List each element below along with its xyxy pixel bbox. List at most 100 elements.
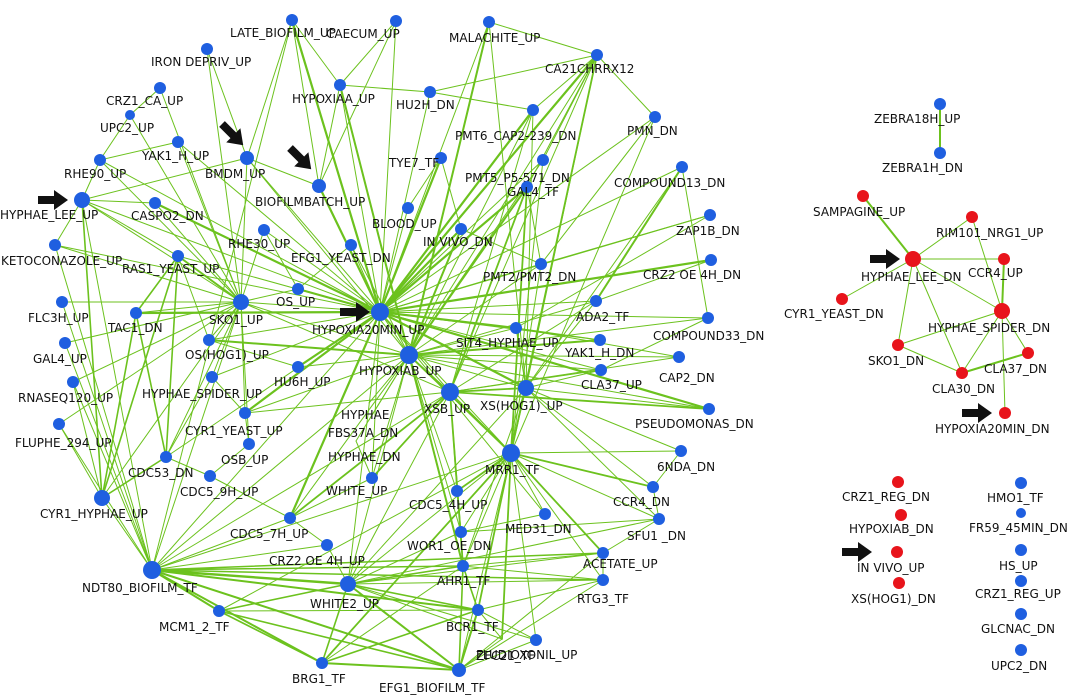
node-blood-up[interactable]: BLOOD_UP — [372, 202, 437, 231]
node-dot[interactable] — [130, 307, 142, 319]
node-dot[interactable] — [675, 445, 687, 457]
node-dot[interactable] — [1016, 508, 1026, 518]
node-rtg3-tf[interactable]: RTG3_TF — [577, 574, 629, 606]
node-dot[interactable] — [94, 490, 110, 506]
node-glcnac-dn[interactable]: GLCNAC_DN — [981, 608, 1055, 636]
node-tye7-tf[interactable]: TYE7_TF — [388, 152, 447, 170]
node-dot[interactable] — [857, 190, 869, 202]
node-dot[interactable] — [895, 509, 907, 521]
node-white-up[interactable]: WHITE_UP — [326, 472, 387, 498]
node-bcr1-tf[interactable]: BCR1_TF — [446, 604, 499, 634]
node-hypoxiab-up[interactable]: HYPOXIAB_UP — [359, 346, 442, 378]
node-cla37-up[interactable]: CLA37_UP — [581, 364, 642, 392]
node-dot[interactable] — [521, 181, 533, 193]
node-upc2-dn[interactable]: UPC2_DN — [991, 644, 1047, 673]
node-mcm1-2-tf[interactable]: MCM1_2_TF — [159, 605, 230, 634]
node-dot[interactable] — [457, 560, 469, 572]
node-cla37-dn[interactable]: CLA37_DN — [984, 347, 1047, 376]
node-dot[interactable] — [673, 351, 685, 363]
node-compound13-dn[interactable]: COMPOUND13_DN — [614, 161, 725, 190]
node-crz2-oe-4h-dn[interactable]: CRZ2 OE 4H_DN — [643, 254, 741, 282]
node-caspo2-dn[interactable]: CASPO2_DN — [131, 197, 204, 223]
node-dot[interactable] — [366, 472, 378, 484]
node-dot[interactable] — [345, 239, 357, 251]
node-dot[interactable] — [452, 663, 466, 677]
node-yak1-h-up[interactable]: YAK1_H_UP — [141, 136, 209, 163]
node-dot[interactable] — [999, 407, 1011, 419]
node-dot[interactable] — [535, 258, 547, 270]
node-dot[interactable] — [966, 211, 978, 223]
node-dot[interactable] — [435, 152, 447, 164]
node-sfu1-dn[interactable]: SFU1 _DN — [627, 513, 686, 543]
node-iron-depriv-up[interactable]: IRON DEPRIV_UP — [151, 43, 251, 69]
node-dot[interactable] — [891, 546, 903, 558]
node-dot[interactable] — [292, 361, 304, 373]
node-dot[interactable] — [994, 303, 1010, 319]
node-dot[interactable] — [233, 294, 249, 310]
node-dot[interactable] — [705, 254, 717, 266]
node-fludioxonil-up[interactable]: FLUDIOXONIL_UP — [476, 634, 577, 662]
node-biofilmbatch-up[interactable]: BIOFILMBATCH_UP — [255, 179, 365, 209]
node-dot[interactable] — [1015, 477, 1027, 489]
node-os-hog1-up[interactable]: OS(HOG1)_UP — [185, 334, 269, 362]
node-gal4-tf[interactable]: GAL4_TF — [507, 181, 559, 199]
node-dot[interactable] — [206, 371, 218, 383]
node-cdc5-4h-up[interactable]: CDC5_4H_UP — [409, 485, 487, 512]
node-dot[interactable] — [998, 253, 1010, 265]
node-dot[interactable] — [703, 403, 715, 415]
node-hyphae-spider-up[interactable]: HYPHAE_SPIDER_UP — [142, 371, 262, 401]
node-6nda-dn[interactable]: 6NDA_DN — [657, 445, 715, 474]
node-fbs37a-dn[interactable]: FBS37A_DN — [328, 426, 398, 440]
node-rhe90-up[interactable]: RHE90_UP — [64, 154, 126, 181]
node-cap2-dn[interactable]: CAP2_DN — [659, 351, 715, 385]
node-crz1-reg-dn[interactable]: CRZ1_REG_DN — [842, 476, 930, 504]
node-pmt6-cap2-239-dn[interactable]: PMT6_CAP2-239_DN — [455, 104, 576, 143]
node-osb-up[interactable]: OSB_UP — [221, 438, 268, 467]
node-yak1-h-dn[interactable]: YAK1_H_DN — [564, 334, 634, 360]
node-cdc5-7h-up[interactable]: CDC5_7H_UP — [230, 512, 308, 541]
node-dot[interactable] — [286, 14, 298, 26]
node-in-vivo-dn[interactable]: IN VIVO_DN — [423, 223, 493, 249]
node-hypoxiab-dn[interactable]: HYPOXIAB_DN — [849, 509, 934, 536]
node-dot[interactable] — [653, 513, 665, 525]
node-crz1-reg-up[interactable]: CRZ1_REG_UP — [975, 575, 1061, 601]
node-dot[interactable] — [154, 82, 166, 94]
node-dot[interactable] — [160, 451, 172, 463]
node-ras1-yeast-up[interactable]: RAS1_YEAST_UP — [122, 250, 219, 276]
node-dot[interactable] — [243, 438, 255, 450]
node-dot[interactable] — [390, 15, 402, 27]
node-dot[interactable] — [649, 111, 661, 123]
node-pmt5-p5-571-dn[interactable]: PMT5_P5-571_DN — [465, 154, 570, 185]
node-fr59-45min-dn[interactable]: FR59_45MIN_DN — [969, 508, 1068, 535]
node-dot[interactable] — [595, 364, 607, 376]
node-hyphae[interactable]: HYPHAE — [341, 408, 389, 422]
node-dot[interactable] — [1015, 608, 1027, 620]
node-dot[interactable] — [647, 481, 659, 493]
node-ahr1-tf[interactable]: AHR1_TF — [437, 560, 491, 588]
node-dot[interactable] — [892, 476, 904, 488]
node-pmn-dn[interactable]: PMN_DN — [627, 111, 678, 138]
node-dot[interactable] — [258, 224, 270, 236]
node-cyr1-hyphae-up[interactable]: CYR1_HYPHAE_UP — [40, 490, 148, 521]
node-dot[interactable] — [340, 576, 356, 592]
node-sko1-dn[interactable]: SKO1_DN — [868, 339, 924, 368]
node-dot[interactable] — [334, 79, 346, 91]
node-acetate-up[interactable]: ACETATE_UP — [583, 547, 658, 571]
node-zebra18h-up[interactable]: ZEBRA18H_UP — [874, 98, 960, 126]
node-cdc5-9h-up[interactable]: CDC5_9H_UP — [180, 470, 258, 499]
node-dot[interactable] — [502, 444, 520, 462]
node-pseudomonas-dn[interactable]: PSEUDOMONAS_DN — [635, 403, 754, 431]
node-ccr4-up[interactable]: CCR4_UP — [968, 253, 1023, 280]
node-hu2h-dn[interactable]: HU2H_DN — [396, 86, 455, 112]
node-dot[interactable] — [125, 110, 135, 120]
node-rhe30-up[interactable]: RHE30_UP — [228, 224, 290, 251]
node-dot[interactable] — [53, 418, 65, 430]
node-xsb-up[interactable]: XSB_UP — [424, 383, 470, 416]
node-crz2-oe-4h-up[interactable]: CRZ2 OE 4H_UP — [269, 539, 365, 568]
node-late-biofilm-up[interactable]: LATE_BIOFILM_UP — [230, 14, 336, 40]
node-bmdm-up[interactable]: BMDM_UP — [205, 151, 265, 181]
node-hyphae-spider-dn[interactable]: HYPHAE_SPIDER_DN — [928, 303, 1050, 335]
node-dot[interactable] — [455, 526, 467, 538]
node-dot[interactable] — [74, 192, 90, 208]
node-ccr4-dn[interactable]: CCR4_DN — [613, 481, 670, 509]
